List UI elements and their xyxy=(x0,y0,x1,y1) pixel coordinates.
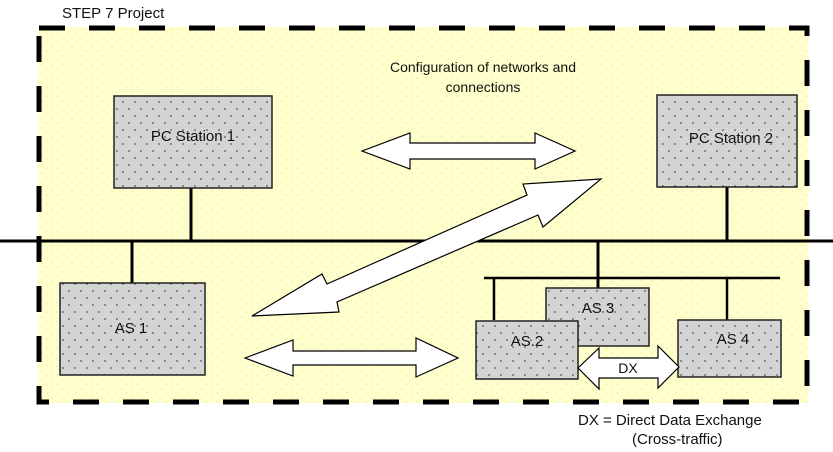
pc-to-pc-arrow xyxy=(360,132,577,170)
legend-line-1: DX = Direct Data Exchange xyxy=(578,412,762,429)
as-3-label: AS 3 xyxy=(582,300,615,317)
legend-line-2: (Cross-traffic) xyxy=(632,431,723,448)
as-1-label: AS 1 xyxy=(115,320,148,337)
as1-to-as2-arrow xyxy=(243,337,460,378)
as-4[interactable]: AS 4 xyxy=(677,319,782,378)
pc-station-1-label: PC Station 1 xyxy=(151,128,235,145)
pc-station-2-label: PC Station 2 xyxy=(689,130,773,147)
project-title: STEP 7 Project xyxy=(62,5,165,22)
pc-station-1[interactable]: PC Station 1 xyxy=(113,95,273,189)
dx-arrow xyxy=(577,344,680,391)
caption-line-1: Configuration of networks and xyxy=(390,59,576,75)
caption-line-2: connections xyxy=(446,79,521,95)
as-4-label: AS 4 xyxy=(717,331,750,348)
as-1[interactable]: AS 1 xyxy=(59,282,206,376)
dx-label: DX xyxy=(618,360,638,376)
as-3[interactable]: AS 3 xyxy=(545,287,650,347)
as-2[interactable]: AS.2 xyxy=(475,320,579,380)
as-2-label: AS.2 xyxy=(511,333,544,350)
as1-to-pc2-diagonal-arrow xyxy=(251,178,603,317)
project-boundary xyxy=(36,25,810,405)
pc-station-2[interactable]: PC Station 2 xyxy=(656,94,798,188)
